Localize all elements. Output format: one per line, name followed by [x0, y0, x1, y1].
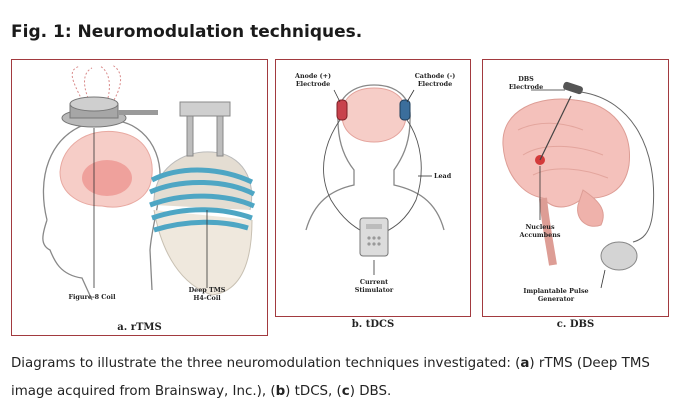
brain-shape — [341, 87, 407, 143]
panel-rtms: Figure-8 Coil Deep TMS H4-Coil a. rTMS — [11, 59, 268, 336]
anode-electrode — [336, 99, 348, 121]
magnetic-field-lines — [71, 64, 121, 101]
deep-tms-label-line1: Deep TMS — [188, 286, 226, 294]
panel-dbs: DBS Electrode Nucleus Accumbens Implanta… — [482, 59, 669, 330]
cathode-electrode — [399, 99, 411, 121]
figure-8-coil — [61, 96, 158, 128]
panel-tdcs: Anode (+) Electrode Cathode (-) Electrod… — [275, 59, 471, 330]
dbs-electrode — [563, 81, 583, 95]
tdcs-illustration — [305, 84, 445, 275]
deep-tms-helmet — [148, 101, 256, 296]
cathode-label-line2: Electrode — [417, 80, 453, 88]
figure-caption: Diagrams to illustrate the three neuromo… — [11, 350, 673, 406]
caption-ref-b: b — [275, 384, 286, 399]
lead-label: Lead — [434, 172, 452, 180]
figure-8-coil-label: Figure-8 Coil — [68, 293, 116, 301]
dbs-illustration — [502, 81, 655, 289]
figure-title: Fig. 1: Neuromodulation techniques. — [11, 22, 363, 42]
dbs-electrode-label-line1: DBS — [518, 75, 534, 83]
panel-tdcs-label: b. tDCS — [351, 319, 395, 330]
generator-label-line1: Implantable Pulse — [523, 287, 589, 295]
nucleus-label-line1: Nucleus — [525, 223, 555, 231]
caption-ref-c: c — [341, 384, 350, 399]
head-shoulders-outline — [305, 84, 445, 231]
generator-label-line2: Generator — [537, 295, 575, 303]
panel-rtms-label: a. rTMS — [117, 322, 162, 333]
caption-c-text: ) DBS. — [349, 384, 392, 399]
cathode-label-line1: Cathode (-) — [414, 72, 456, 80]
rtms-illustration — [42, 64, 256, 301]
caption-b-text: ) tDCS, ( — [285, 384, 342, 399]
panel-dbs-label: c. DBS — [556, 319, 595, 330]
deep-tms-label-line2: H4-Coil — [193, 294, 221, 302]
anode-label-line1: Anode (+) — [294, 72, 332, 80]
stimulator-label-line2: Stimulator — [354, 286, 394, 294]
caption-ref-a: a — [520, 356, 530, 371]
nucleus-label-line2: Accumbens — [519, 231, 561, 239]
caption-a-text: ) rTMS (Deep TMS image acquired from Bra… — [11, 356, 650, 399]
caption-intro: Diagrams to illustrate the three neuromo… — [11, 356, 521, 371]
stimulator-label-line1: Current — [359, 278, 389, 286]
brain-sagittal — [502, 98, 630, 208]
dbs-electrode-label-line2: Electrode — [508, 83, 544, 91]
anode-label-line2: Electrode — [295, 80, 331, 88]
pulse-generator-device — [600, 241, 638, 271]
